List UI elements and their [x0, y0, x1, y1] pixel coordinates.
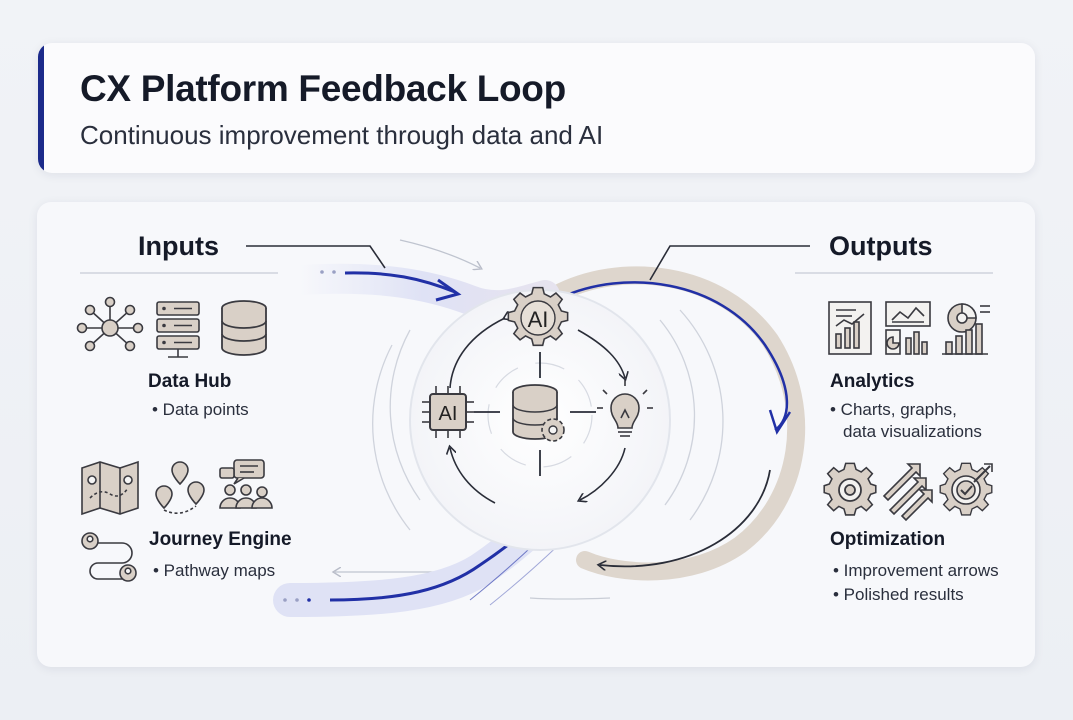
user-pathway-icon: [81, 532, 137, 582]
inputs-heading: Inputs: [138, 231, 219, 261]
chip-ai-label: AI: [439, 403, 458, 425]
location-pins-icon: [155, 461, 205, 514]
improvement-arrows-icon: [882, 463, 933, 522]
server-rack-icon: [156, 301, 200, 358]
database-gear-icon: [512, 384, 565, 442]
target-gear-check-icon: [939, 462, 993, 516]
lightbulb-icon: [597, 380, 653, 437]
outputs-leader-line: [649, 245, 810, 281]
ai-gear-icon: [507, 286, 569, 347]
chat-users-icon: [219, 459, 273, 509]
gear-ai-label: AI: [528, 307, 549, 332]
optimization-bullet-2: • Polished results: [833, 585, 964, 604]
optimization-title: Optimization: [830, 529, 946, 550]
outputs-heading: Outputs: [829, 231, 933, 261]
inputs-leader-line: [246, 245, 386, 269]
line-chart-icon: [828, 301, 872, 355]
page-title: CX Platform Feedback Loop: [80, 68, 566, 109]
optimization-bullet-1: • Improvement arrows: [833, 561, 999, 580]
journey-engine-bullet: • Pathway maps: [153, 561, 276, 580]
analytics-title: Analytics: [830, 371, 915, 392]
analytics-bullet-1: • Charts, graphs,: [830, 400, 957, 419]
journey-engine-title: Journey Engine: [149, 529, 292, 550]
folded-map-icon: [81, 460, 139, 516]
header-card: [38, 43, 1035, 173]
output-loop: [546, 266, 806, 581]
page-subtitle: Continuous improvement through data and …: [80, 120, 604, 150]
database-icon: [221, 300, 267, 356]
analytics-bullet-2: data visualizations: [843, 422, 982, 441]
gear-settings-icon: [823, 462, 877, 516]
network-nodes-icon: [76, 296, 144, 352]
ai-chip-icon: [422, 386, 474, 438]
header-accent-bar: [38, 43, 44, 173]
pie-bar-chart-icon: [942, 303, 990, 355]
data-hub-bullet: • Data points: [152, 400, 249, 419]
dashboard-chart-icon: [885, 301, 931, 355]
data-hub-title: Data Hub: [148, 371, 232, 392]
